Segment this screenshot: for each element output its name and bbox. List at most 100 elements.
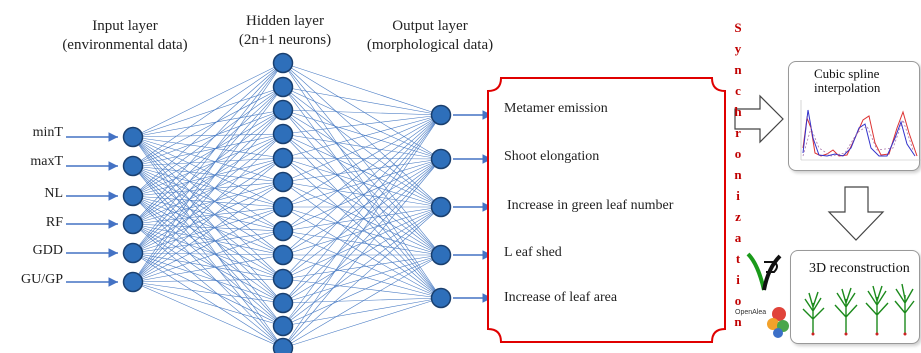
connection-edge [132, 86, 284, 197]
connection-edge [132, 86, 284, 254]
openalea-text: OpenAlea [735, 309, 767, 316]
connection-edge [132, 181, 284, 197]
connection-edge [132, 133, 284, 254]
sync-letter: y [734, 41, 742, 56]
output-label-shoot: Shoot elongation [504, 149, 600, 164]
connection-edge [132, 136, 284, 349]
connection-edge [132, 252, 284, 349]
connection-edge [282, 254, 442, 349]
connection-edge [282, 158, 442, 349]
connection-edge [282, 206, 442, 299]
connection-edge [282, 158, 442, 183]
input-label-nl: NL [44, 186, 63, 201]
connection-edge [132, 165, 284, 256]
sync-letter: i [736, 272, 740, 287]
connection-edge [132, 223, 284, 349]
sync-letter: o [734, 146, 742, 161]
connection-edge [132, 109, 284, 197]
connection-edge [282, 133, 442, 160]
output-neuron [430, 104, 452, 126]
connection-edge [132, 195, 284, 327]
sync-letter: n [734, 62, 742, 77]
connection-edge [132, 157, 284, 283]
connection-edge [282, 206, 442, 280]
connection-edge [282, 181, 442, 256]
connection-edge [282, 181, 442, 299]
input-label-rf: RF [45, 215, 63, 230]
connection-edge [132, 62, 284, 283]
connection-edge [132, 109, 284, 225]
connection-edge [132, 195, 284, 349]
input-label-mint: minT [32, 125, 63, 140]
input-neuron [122, 155, 144, 177]
connection-edge [282, 206, 442, 304]
connection-edge [282, 109, 442, 299]
hidden-neuron [272, 99, 294, 121]
output-neuron [430, 196, 452, 218]
connection-edge [282, 114, 442, 280]
connection-edge [282, 230, 442, 299]
output-neuron [430, 287, 452, 309]
connection-edge [132, 86, 284, 283]
connection-edge [132, 230, 284, 283]
connection-edge [282, 158, 442, 327]
connection-edge [132, 136, 284, 183]
sync-letter: t [735, 251, 741, 266]
connection-edge [132, 195, 284, 280]
input-neuron [122, 242, 144, 264]
input-layer-title: Input layer(environmental data) [62, 18, 188, 53]
connection-edge [282, 254, 442, 299]
hollow-arrow-down [827, 186, 885, 241]
connection-edge [132, 136, 284, 159]
connection-edge [282, 114, 442, 327]
connection-edge [132, 62, 284, 225]
connection-edge [132, 181, 284, 225]
hidden-neuron [272, 244, 294, 266]
connection-edge [282, 62, 442, 116]
connection-edge [132, 181, 284, 254]
connection-edge [132, 62, 284, 167]
sync-letter: z [735, 209, 741, 224]
connection-edge [282, 254, 442, 327]
input-neuron [122, 185, 144, 207]
connection-edge [132, 86, 284, 167]
hidden-neuron [272, 337, 294, 353]
reconstruction-title: 3D reconstruction [809, 261, 910, 276]
connection-edge [282, 158, 442, 208]
output-layer-title: Output layer(morphological data) [366, 18, 494, 53]
connection-edge [132, 109, 284, 138]
connection-edge [282, 114, 442, 135]
output-frame [487, 77, 726, 343]
connection-edge [132, 86, 284, 225]
connection-edge [282, 114, 442, 256]
connection-edge [282, 109, 442, 116]
connection-edge [132, 254, 284, 283]
connection-edge [132, 165, 284, 183]
connection-edge [282, 157, 442, 299]
connection-edge [132, 165, 284, 232]
connection-edge [132, 86, 284, 138]
sync-letter: S [734, 20, 742, 35]
plant-models [802, 283, 915, 336]
connection-edge [132, 157, 284, 197]
connection-edge [282, 254, 442, 304]
hollow-arrow-right [734, 94, 784, 144]
connection-edge [132, 133, 284, 197]
output-neuron [430, 148, 452, 170]
connection-edge [132, 157, 284, 167]
connection-edge [132, 165, 284, 349]
hidden-neuron [272, 220, 294, 242]
hidden-neuron [272, 52, 294, 74]
sync-letter: i [736, 188, 740, 203]
connection-edge [132, 133, 284, 167]
connection-edge [282, 109, 442, 160]
connection-edge [132, 281, 284, 349]
connection-edge [282, 158, 442, 280]
connection-edge [282, 114, 442, 183]
connection-edge [282, 158, 442, 256]
connection-edge [132, 165, 284, 280]
